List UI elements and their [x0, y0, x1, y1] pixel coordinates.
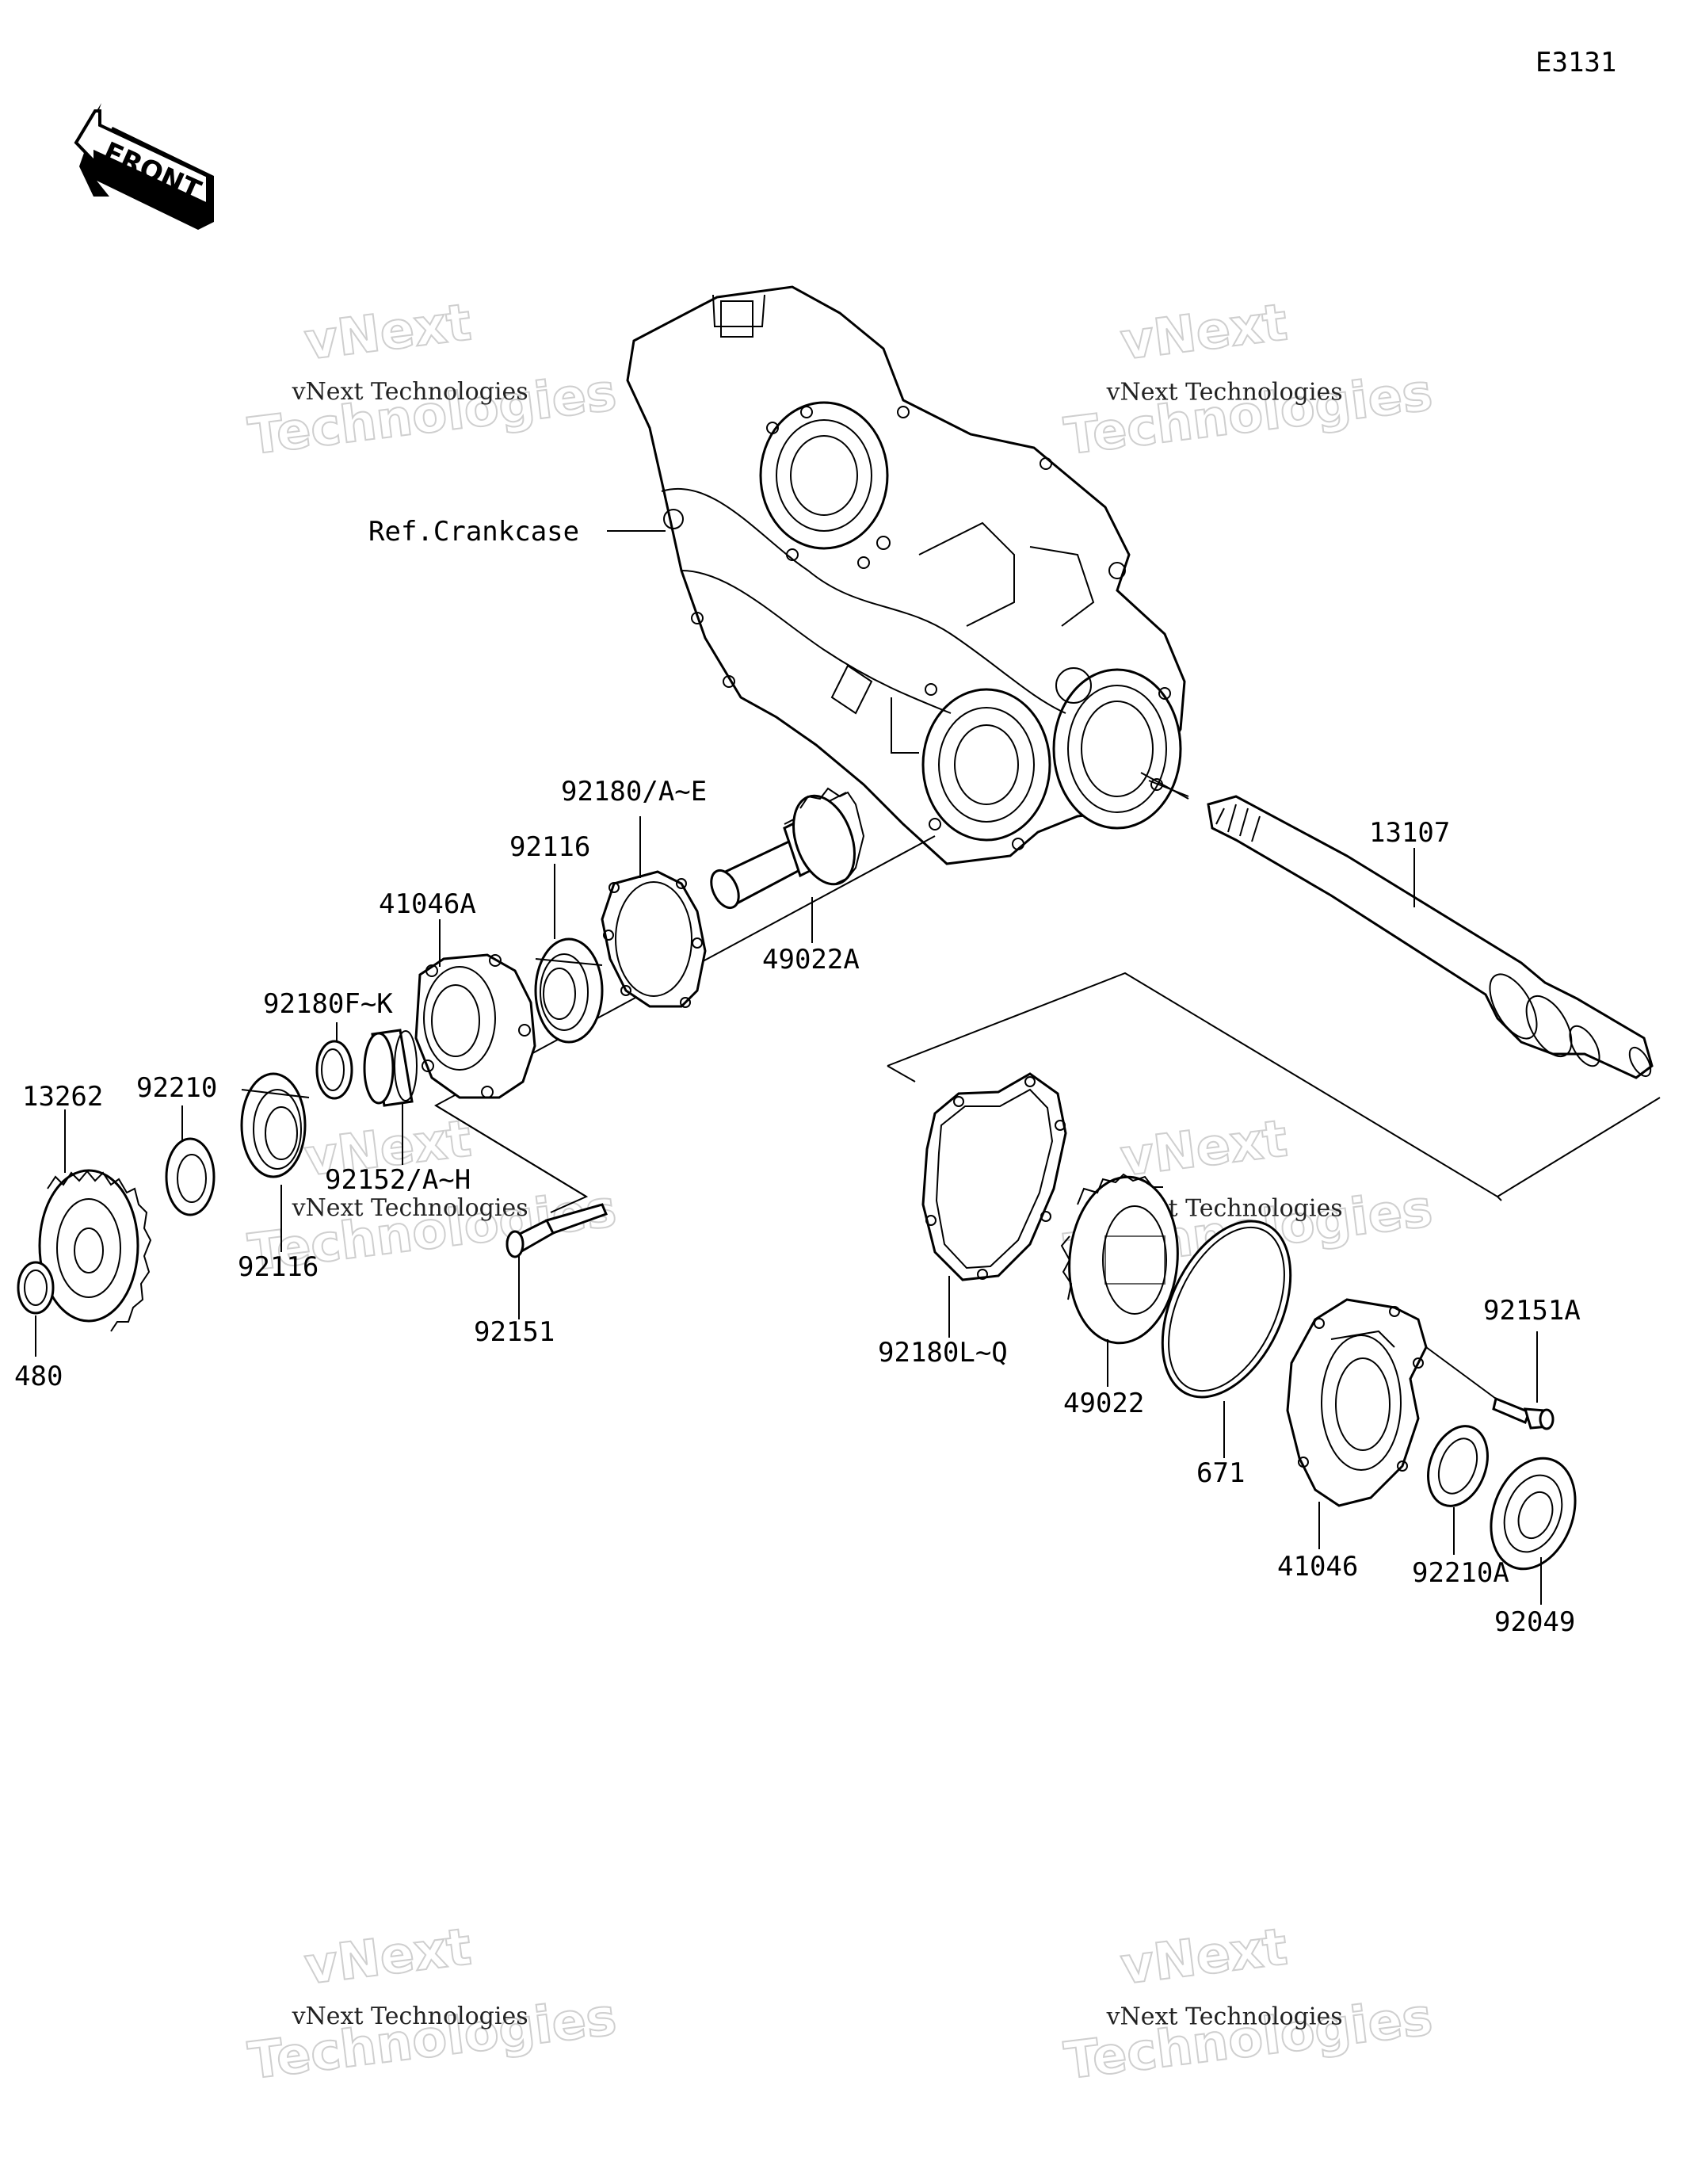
circlip-480 [17, 1261, 55, 1315]
label-92151: 92151 [474, 1316, 555, 1348]
leader-92151a-assembly [1425, 1346, 1497, 1399]
svg-text:vNext Technologies: vNext Technologies [292, 2003, 528, 2030]
svg-text:vNext Technologies: vNext Technologies [1106, 378, 1343, 406]
crankcase-drawing [626, 285, 1186, 865]
bolt-92151 [505, 1203, 608, 1258]
diagram-code: E3131 [1535, 47, 1616, 78]
svg-text:vNext: vNext [1117, 293, 1290, 372]
label-41046: 41046 [1277, 1551, 1358, 1583]
oil-seal-92049 [1490, 1457, 1577, 1571]
label-92180-fk: 92180F~K [263, 988, 393, 1020]
watermark-top-left: vNext Technologies vNext Technologies [245, 292, 620, 468]
bearing-92116-bottom [240, 1072, 310, 1178]
shim-92180-fk [315, 1040, 353, 1100]
svg-text:vNext Technologies: vNext Technologies [292, 1194, 528, 1222]
svg-text:vNext Technologies: vNext Technologies [1106, 2003, 1343, 2030]
bearing-housing-41046 [1286, 1298, 1428, 1507]
svg-text:vNext: vNext [1117, 1918, 1290, 1996]
label-92210: 92210 [136, 1072, 217, 1104]
label-92180-lq: 92180L~Q [878, 1337, 1008, 1369]
label-41046a: 41046A [379, 888, 476, 920]
bearing-92116-top [534, 937, 604, 1044]
label-13107: 13107 [1369, 817, 1450, 849]
label-671: 671 [1196, 1457, 1245, 1489]
output-shaft-13107 [1207, 795, 1654, 1079]
collar-92152 [363, 1029, 418, 1107]
gear-13262 [38, 1169, 152, 1332]
gasket-92180-lq [921, 1072, 1067, 1281]
label-49022: 49022 [1063, 1388, 1144, 1419]
svg-text:vNext Technologies: vNext Technologies [292, 378, 528, 406]
pinion-gear-49022a [710, 787, 865, 910]
leader-92151-assembly [435, 1105, 589, 1213]
watermark-bottom-right: vNext Technologies vNext Technologies [1061, 1917, 1436, 2092]
label-92116-bottom: 92116 [238, 1251, 319, 1283]
assembly-line-d [1140, 772, 1189, 800]
bolt-92151a [1492, 1396, 1555, 1430]
svg-text:vNext: vNext [301, 1918, 474, 1996]
svg-text:vNext: vNext [301, 293, 474, 372]
label-ref-crankcase: Ref.Crankcase [368, 516, 579, 548]
bearing-housing-41046a [414, 953, 536, 1099]
label-92180-ae: 92180/A~E [561, 776, 707, 808]
label-13262: 13262 [22, 1081, 103, 1113]
watermark-top-right: vNext Technologies vNext Technologies [1061, 292, 1436, 468]
label-92049: 92049 [1494, 1606, 1575, 1638]
oil-seal-92210a [1427, 1425, 1489, 1507]
oil-seal-92210 [165, 1137, 216, 1216]
label-92210a: 92210A [1412, 1557, 1509, 1589]
assembly-line-right-top [887, 972, 1502, 1201]
gasket-92180-ae [601, 870, 707, 1008]
assembly-line-right-end [1497, 1097, 1661, 1197]
label-480: 480 [14, 1361, 63, 1392]
svg-text:vNext: vNext [1117, 1109, 1290, 1188]
label-92152: 92152/A~H [325, 1164, 471, 1196]
label-92116-top: 92116 [509, 831, 590, 863]
watermark-bottom-left: vNext Technologies vNext Technologies [245, 1917, 620, 2092]
ring-gear-49022 [1060, 1173, 1179, 1345]
o-ring-671 [1161, 1220, 1292, 1399]
assembly-line-right-left [887, 1065, 916, 1082]
label-92151a: 92151A [1483, 1295, 1581, 1327]
label-49022a: 49022A [762, 944, 860, 976]
front-arrow-icon: FRONT [74, 103, 214, 230]
